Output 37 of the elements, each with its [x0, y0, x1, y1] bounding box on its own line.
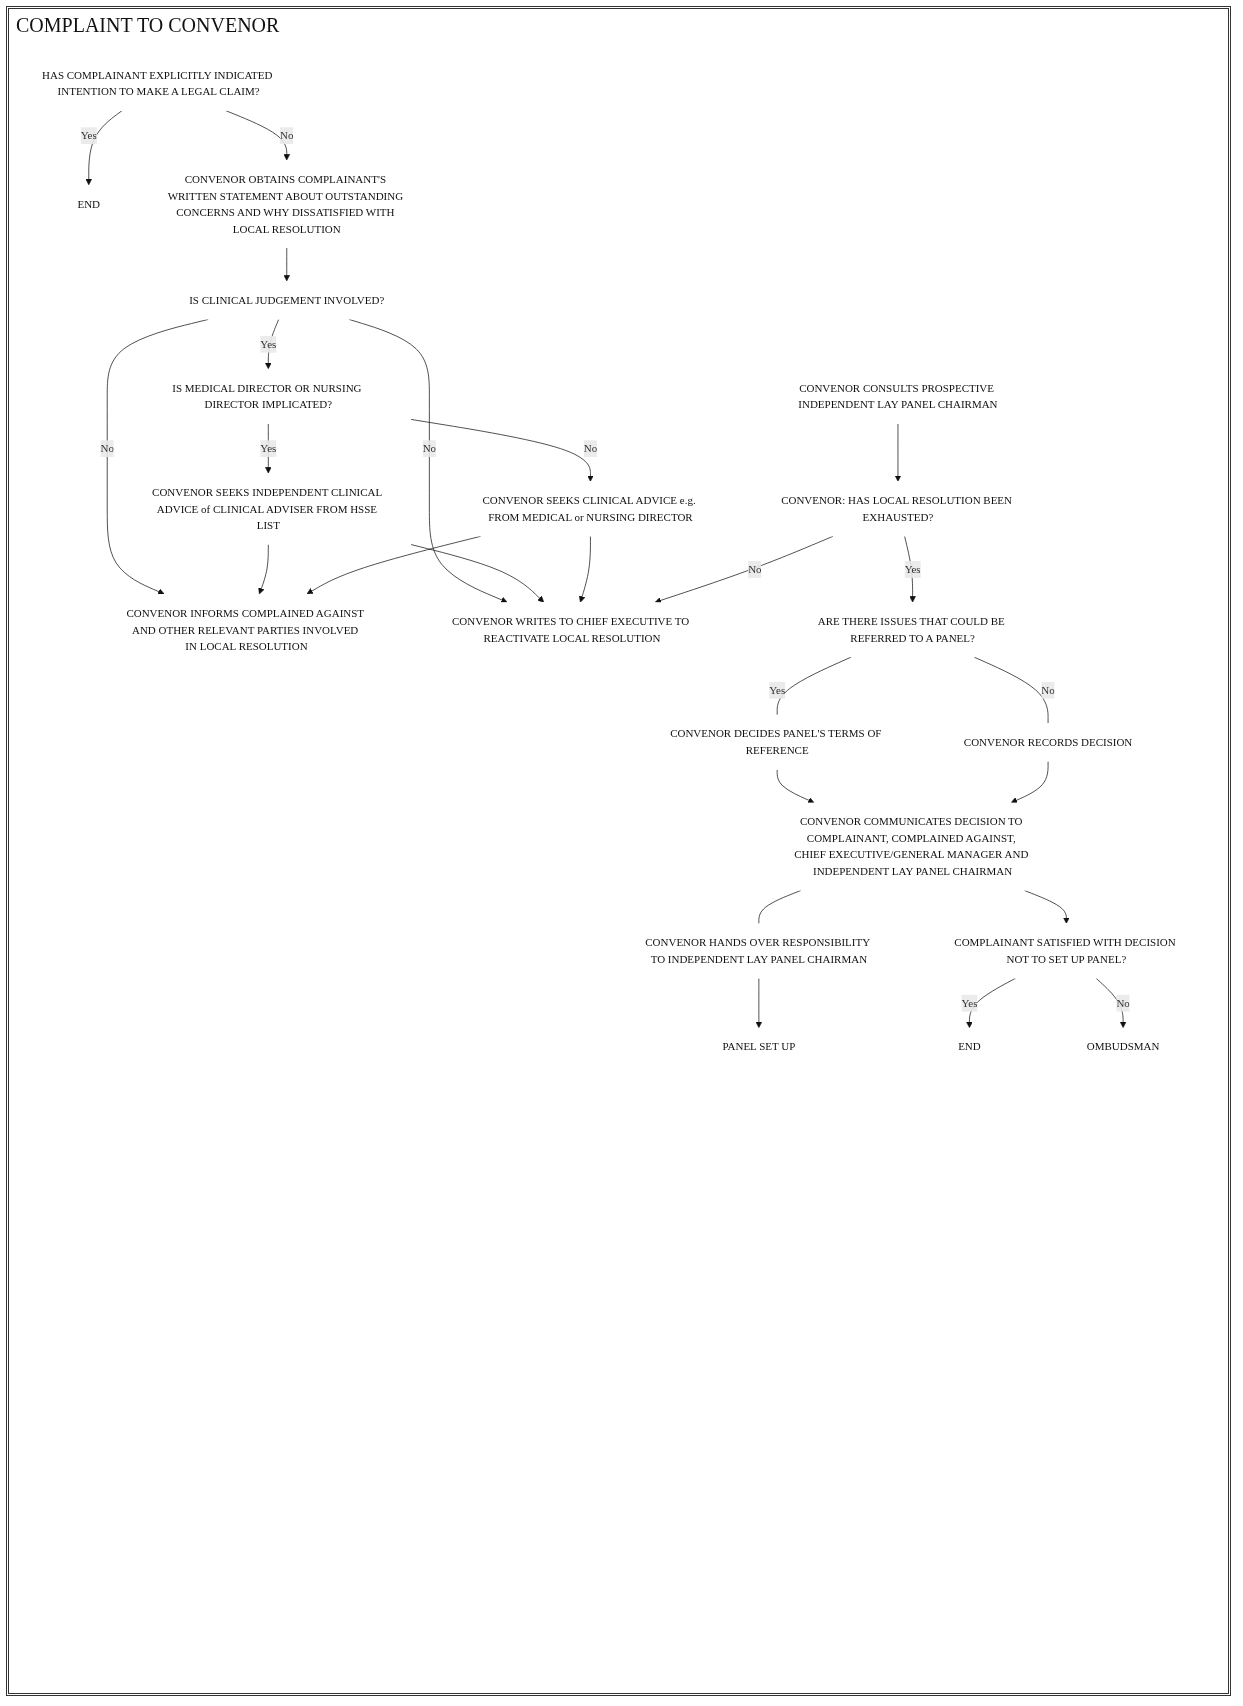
node-text: CONVENOR INFORMS COMPLAINED AGAINST AND OTHER RELEVANT PARTIES INVOLVED IN LOCAL RESOLUTION	[126, 607, 364, 652]
node-text: ARE THERE ISSUES THAT COULD BE REFERRED TO A PANEL?	[817, 615, 1005, 644]
edge-label: No	[1116, 997, 1130, 1009]
connector	[758, 890, 802, 924]
edge-label: Yes	[260, 338, 277, 350]
edge-label: Yes	[80, 129, 97, 142]
node-text: CONVENOR OBTAINS COMPLAINANT'S WRITTEN STATEMENT ABOUT OUTSTANDING CONCERNS AND WHY DISSATISFIED WITH LOCAL RESOLUTION	[167, 173, 404, 235]
node-text: COMPLAINANT SATISFIED WITH DECISION NOT TO SET UP PANEL?	[954, 936, 1176, 965]
edge-label: No	[422, 442, 437, 455]
node-text: PANEL SET UP	[722, 1040, 796, 1053]
diagram-title: COMPLAINT TO CONVENOR	[16, 14, 280, 37]
edge-label: No	[280, 129, 294, 142]
node-text: CONVENOR RECORDS DECISION	[963, 736, 1133, 748]
connector	[973, 656, 1049, 724]
node-text: IS MEDICAL DIRECTOR OR NURSING DIRECTOR IMPLICATED?	[172, 382, 362, 411]
node-text: CONVENOR COMMUNICATES DECISION TO COMPLAINANT, COMPLAINED AGAINST, CHIEF EXECUTIVE/GENERAL MANAGER AND INDEPENDENT LAY PANEL CHAIRMAN	[794, 815, 1029, 877]
edge-label: No	[583, 442, 598, 455]
node-text: CONVENOR WRITES TO CHIEF EXECUTIVE TO REACTIVATE LOCAL RESOLUTION	[452, 615, 690, 644]
node-text: CONVENOR DECIDES PANEL'S TERMS OF REFERENCE	[670, 727, 882, 757]
node-text: HAS COMPLAINANT EXPLICITLY INDICATED INTENTION TO MAKE A LEGAL CLAIM?	[42, 69, 273, 98]
node-text: END	[77, 198, 101, 210]
node-text: CONVENOR SEEKS CLINICAL ADVICE e.g. FROM MEDICAL or NURSING DIRECTOR	[482, 494, 696, 523]
node-text: CONVENOR: HAS LOCAL RESOLUTION BEEN EXHAUSTED?	[781, 494, 1012, 523]
edge-label: Yes	[904, 563, 921, 575]
edge-label: Yes	[769, 684, 786, 696]
node-text: CONVENOR SEEKS INDEPENDENT CLINICAL ADVICE of CLINICAL ADVISER FROM HSSE LIST	[152, 486, 382, 532]
node-text: CONVENOR HANDS OVER RESPONSIBILITY TO INDEPENDENT LAY PANEL CHAIRMAN	[645, 936, 870, 965]
edge-label: No	[100, 442, 114, 455]
edge-label: No	[748, 563, 762, 575]
edge-label: Yes	[961, 997, 978, 1009]
node-text: IS CLINICAL JUDGEMENT INVOLVED?	[189, 294, 385, 306]
connector	[776, 656, 852, 716]
node-text: END	[958, 1040, 981, 1053]
edge-label: No	[1041, 684, 1055, 696]
edge-label: Yes	[260, 442, 277, 455]
node-text: CONVENOR CONSULTS PROSPECTIVE INDEPENDENT LAY PANEL CHAIRMAN	[798, 382, 998, 411]
node-text: OMBUDSMAN	[1086, 1040, 1160, 1053]
